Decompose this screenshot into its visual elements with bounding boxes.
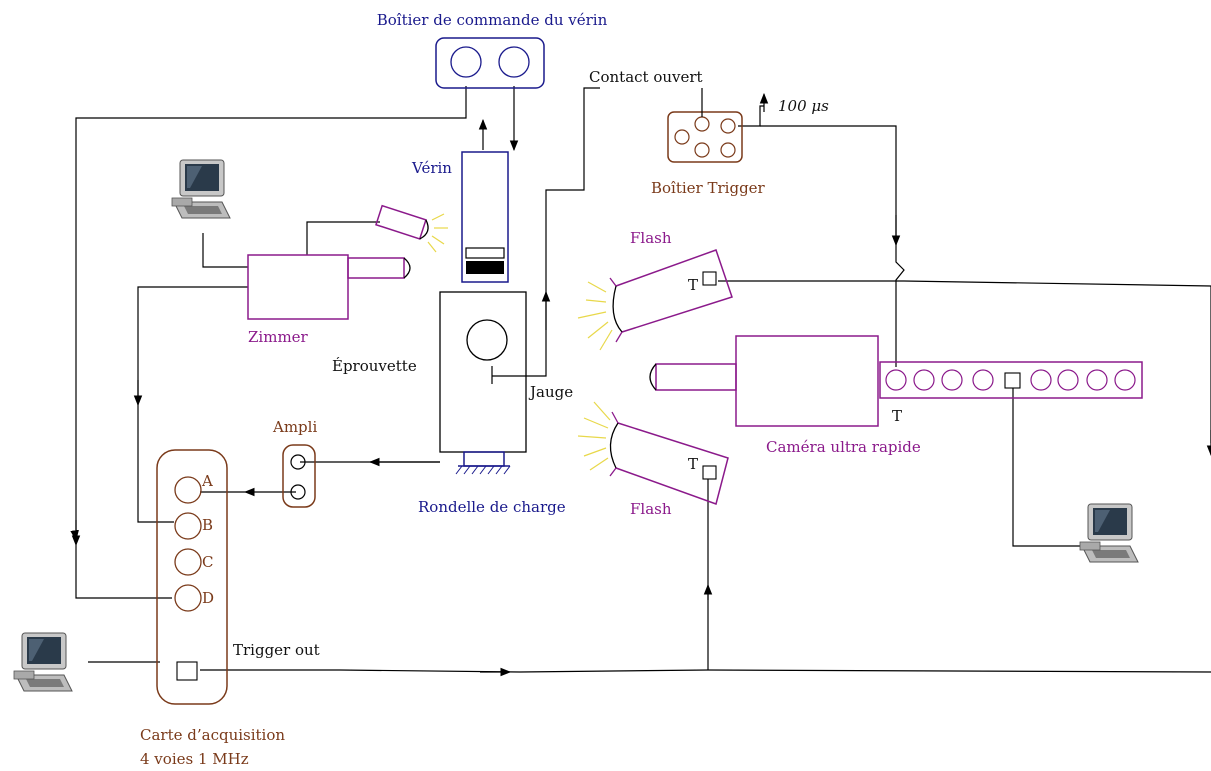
contact-ouvert-label: Contact ouvert <box>589 68 703 86</box>
eprouvette: Éprouvette Jauge Rondelle de charge <box>332 291 573 516</box>
flash-bottom: T Flash <box>577 401 729 518</box>
camera-label: Caméra ultra rapide <box>766 438 921 456</box>
channel-a: A <box>201 472 213 490</box>
channel-b: B <box>202 516 213 534</box>
flash-top: T Flash <box>577 229 733 351</box>
camera-t: T <box>892 407 902 425</box>
wiring <box>71 86 1211 677</box>
eprouvette-label: Éprouvette <box>332 357 417 375</box>
zimmer-label: Zimmer <box>248 328 309 346</box>
camera: T Caméra ultra rapide <box>649 335 1143 456</box>
verin: Vérin <box>411 151 509 283</box>
flash-bottom-label: Flash <box>630 500 672 518</box>
channel-d: D <box>202 589 214 607</box>
ampli-label: Ampli <box>272 418 317 436</box>
boitier-commande-label: Boîtier de commande du vérin <box>377 11 608 29</box>
boitier-trigger-label: Boîtier Trigger <box>651 179 766 197</box>
boitier-commande: Boîtier de commande du vérin <box>377 11 608 89</box>
carte-acquisition: A B C D Trigger out Carte d’acquisition … <box>140 449 320 768</box>
carte-label-line2: 4 voies 1 MHz <box>140 750 249 768</box>
jauge-label: Jauge <box>528 383 573 401</box>
rondelle-label: Rondelle de charge <box>418 498 566 516</box>
boitier-trigger: Boîtier Trigger 100 μs <box>651 88 829 197</box>
verin-label: Vérin <box>411 159 452 177</box>
computer-icon <box>13 632 73 692</box>
trigger-out-label: Trigger out <box>233 641 320 659</box>
pulse-label: 100 μs <box>778 97 829 115</box>
ampli: Ampli <box>272 418 317 508</box>
flash-bottom-t: T <box>688 455 698 473</box>
flash-top-t: T <box>688 276 698 294</box>
computer-icon <box>1079 503 1139 563</box>
zimmer: Zimmer <box>247 204 448 346</box>
channel-c: C <box>202 553 213 571</box>
flash-top-label: Flash <box>630 229 672 247</box>
computer-icon <box>171 159 231 219</box>
carte-label-line1: Carte d’acquisition <box>140 726 285 744</box>
